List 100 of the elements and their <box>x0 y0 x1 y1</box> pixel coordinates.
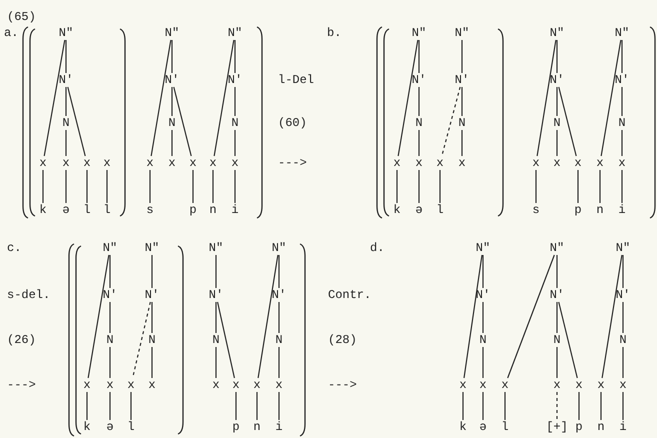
tree-branch <box>507 254 555 378</box>
tree-branch <box>171 40 173 73</box>
segment-symbol: l <box>127 420 135 434</box>
tree-branch <box>65 87 67 116</box>
category-label: N <box>231 116 239 130</box>
category-label: N <box>553 333 561 347</box>
category-label: N" <box>228 26 242 40</box>
timing-slot: x <box>83 156 91 170</box>
category-label: N" <box>614 26 630 40</box>
annotation-text: s-del. <box>7 288 50 302</box>
timing-slot: x <box>619 378 627 392</box>
tree-branch <box>622 347 624 378</box>
timing-slot: x <box>83 378 91 392</box>
tree-branch <box>441 86 461 156</box>
tree-branch <box>215 347 217 378</box>
timing-slot: x <box>253 378 261 392</box>
timing-slot: x <box>597 378 605 392</box>
category-label: N <box>618 116 626 130</box>
tree-branch <box>600 40 622 156</box>
tree-branch <box>418 87 420 116</box>
category-label: N' <box>208 288 224 302</box>
tree-branch <box>192 170 194 203</box>
tree-branch <box>173 86 192 156</box>
tree-branch <box>461 87 463 116</box>
tree-branch <box>109 347 111 378</box>
tree-branch <box>536 40 556 156</box>
tree-branch <box>556 302 558 333</box>
tree-branch <box>482 255 484 288</box>
timing-slot: x <box>458 156 466 170</box>
category-label: N" <box>208 241 224 255</box>
category-label: N <box>458 116 466 130</box>
category-label: N" <box>616 241 630 255</box>
tree-branch <box>556 392 558 420</box>
tree-branch <box>86 170 88 203</box>
timing-slot: x <box>415 156 423 170</box>
annotation-text: l-Del <box>278 73 314 87</box>
category-label: N" <box>550 26 564 40</box>
tree-branch <box>482 302 484 333</box>
timing-slot: x <box>106 378 114 392</box>
timing-slot: x <box>553 156 561 170</box>
category-label: N' <box>550 73 564 87</box>
tree-branch <box>556 87 558 116</box>
annotation-text: d. <box>370 241 384 255</box>
tree-branch <box>234 130 236 156</box>
segment-symbol: i <box>619 420 627 434</box>
segment-symbol: l <box>436 203 444 217</box>
timing-slot: x <box>168 156 176 170</box>
timing-slot: x <box>231 156 239 170</box>
category-label: N <box>479 333 487 347</box>
timing-slot: x <box>39 156 47 170</box>
tree-branch <box>130 392 132 420</box>
category-label: N" <box>102 241 118 255</box>
tree-branch <box>215 302 217 333</box>
tree-branch <box>461 40 463 73</box>
tree-branch <box>556 347 558 378</box>
segment-symbol: ə <box>62 203 70 217</box>
segment-symbol: i <box>231 203 239 217</box>
timing-slot: x <box>189 156 197 170</box>
category-label: N <box>275 333 283 347</box>
segment-symbol: n <box>209 203 217 217</box>
category-label: N <box>148 333 156 347</box>
segment-symbol: ə <box>479 420 487 434</box>
tree-branch <box>65 130 67 156</box>
category-label: N' <box>164 73 180 87</box>
tree-branch <box>256 392 258 420</box>
segment-symbol: p <box>575 420 583 434</box>
segment-symbol: l <box>83 203 91 217</box>
tree-branch <box>67 86 86 156</box>
tree-branch <box>556 255 558 288</box>
tree-branch <box>65 170 67 203</box>
segment-symbol: k <box>459 420 467 434</box>
category-label: N <box>553 116 561 130</box>
tree-branch <box>439 170 441 203</box>
tree-branch <box>234 87 236 116</box>
segment-symbol: k <box>39 203 47 217</box>
segment-symbol: l <box>501 420 509 434</box>
timing-slot: x <box>148 378 156 392</box>
segment-symbol: p <box>232 420 240 434</box>
tree-branch <box>461 130 463 156</box>
tree-branch <box>234 170 236 203</box>
tree-branch <box>396 170 398 203</box>
category-label: N <box>62 116 70 130</box>
timing-slot: x <box>574 156 582 170</box>
category-label: N <box>212 333 220 347</box>
segment-symbol: ə <box>415 203 423 217</box>
annotation-text: (60) <box>278 116 307 130</box>
timing-slot: x <box>532 156 540 170</box>
category-label: N' <box>58 73 74 87</box>
tree-branch <box>504 392 506 420</box>
tree-branch <box>106 170 108 203</box>
category-label: N <box>619 333 627 347</box>
segment-symbol: i <box>618 203 626 217</box>
tree-branch <box>214 40 234 156</box>
tree-branch <box>482 392 484 420</box>
timing-slot: x <box>459 378 467 392</box>
category-label: N' <box>272 288 286 302</box>
tree-branch <box>171 87 173 116</box>
tree-branch <box>535 170 537 203</box>
tree-branch <box>151 302 153 333</box>
timing-slot: x <box>596 156 604 170</box>
